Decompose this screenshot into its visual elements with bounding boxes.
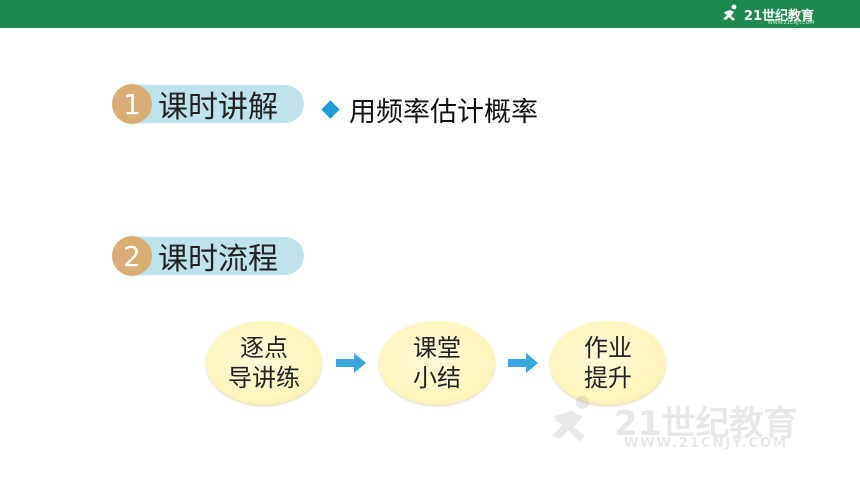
topic-bullet: 用频率估计概率 xyxy=(320,90,538,129)
flow-step-line: 课堂 xyxy=(413,334,461,362)
watermark: 21世纪教育 WWW.21CNJY.COM xyxy=(536,394,836,454)
section-1-header: 1 课时讲解 xyxy=(112,84,304,125)
flow-step-homework[interactable]: 作业 提升 xyxy=(550,321,666,405)
logo-url: WWW.21CNJY.COM xyxy=(767,20,814,26)
section-2-header: 2 课时流程 xyxy=(112,236,304,277)
flow-step-line: 提升 xyxy=(584,364,632,392)
topic-text: 用频率估计概率 xyxy=(349,97,538,128)
top-banner: 21世纪教育 WWW.21CNJY.COM xyxy=(0,0,860,28)
logo-text: 21世纪教育 xyxy=(743,8,814,24)
flow-step-line: 逐点 xyxy=(240,334,288,362)
flow-step-practice[interactable]: 逐点 导讲练 xyxy=(206,321,322,405)
watermark-url: WWW.21CNJY.COM xyxy=(624,436,788,451)
right-arrow-icon xyxy=(336,353,366,373)
section-2-number: 2 xyxy=(112,236,152,276)
flow-step-line: 导讲练 xyxy=(228,364,300,392)
flow-step-line: 作业 xyxy=(584,334,632,362)
flow-step-line: 小结 xyxy=(413,364,461,392)
section-1-number: 1 xyxy=(112,84,152,124)
flow-step-summary[interactable]: 课堂 小结 xyxy=(379,321,495,405)
runner-watermark-icon xyxy=(551,395,590,442)
diamond-icon xyxy=(321,100,340,119)
right-arrow-icon xyxy=(508,353,538,373)
runner-logo-icon xyxy=(722,4,737,21)
section-1-title: 课时讲解 xyxy=(158,90,278,125)
watermark-text: 21世纪教育 xyxy=(614,404,798,444)
brand-logo: 21世纪教育 WWW.21CNJY.COM xyxy=(720,4,814,26)
section-2-title: 课时流程 xyxy=(158,242,278,277)
